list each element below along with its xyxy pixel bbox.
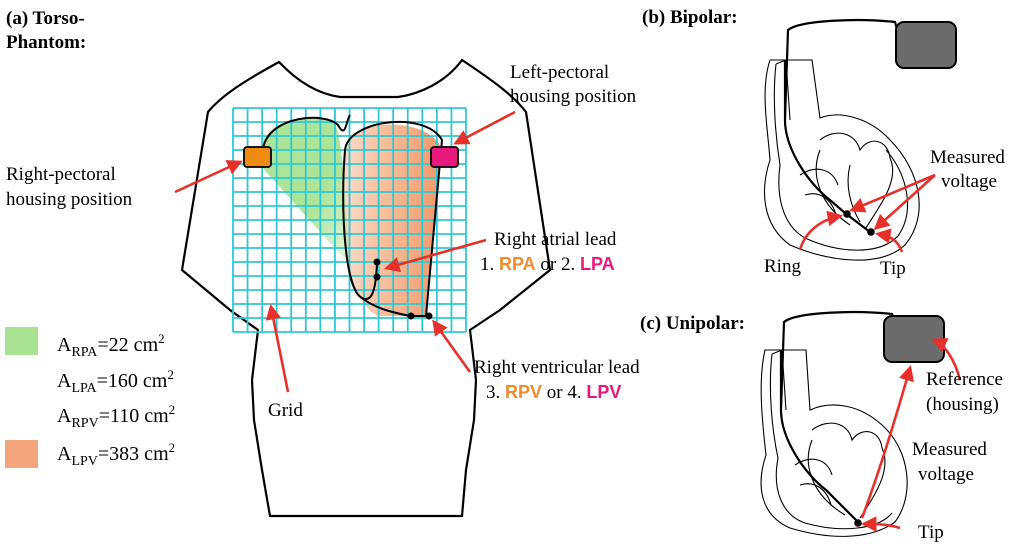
arrow-right-pectoral bbox=[174, 160, 243, 194]
atrial-rpa: RPA bbox=[499, 254, 536, 274]
arrow-measured-tip bbox=[873, 174, 936, 231]
arrow-tip-unipolar bbox=[860, 516, 901, 532]
arrow-tip-bipolar bbox=[874, 228, 904, 253]
arrow-measured-ring bbox=[849, 173, 936, 213]
reference-line1: Reference bbox=[926, 369, 1003, 390]
ventricular-prefix: 3. bbox=[486, 382, 505, 403]
ventricular-electrode-2 bbox=[425, 312, 433, 320]
right-pectoral-label-line1: Right-pectoral bbox=[6, 164, 116, 185]
legend-rpv: ARPV=110 cm2 bbox=[57, 402, 175, 431]
left-pectoral-label-line2: housing position bbox=[510, 86, 637, 107]
atrial-electrode-1 bbox=[373, 258, 381, 266]
arrow-reference bbox=[931, 338, 962, 381]
atrial-lead-options: 1. RPA or 2. LPA bbox=[480, 254, 615, 275]
legend-rpa: ARPA=22 cm2 bbox=[57, 331, 165, 360]
bipolar-tip-label: Tip bbox=[880, 258, 906, 279]
arrow-grid bbox=[265, 303, 290, 393]
atrial-lead-boundary bbox=[262, 114, 351, 149]
panel-b-title: (b) Bipolar: bbox=[642, 7, 738, 28]
ventricular-mid: or 4. bbox=[542, 382, 586, 403]
unipolar-tip-label: Tip bbox=[918, 522, 944, 543]
device-bipolar bbox=[895, 21, 957, 69]
grid-label: Grid bbox=[268, 400, 303, 421]
atrial-electrode-2 bbox=[373, 273, 381, 281]
atrial-lpa: LPA bbox=[580, 254, 615, 274]
arrow-left-pectoral bbox=[453, 110, 516, 145]
atrial-prefix: 1. bbox=[480, 254, 499, 275]
lpv-boundary bbox=[342, 120, 444, 317]
device-unipolar bbox=[883, 315, 945, 363]
panel-a-title-line2: Phantom: bbox=[6, 32, 86, 53]
right-pectoral-housing bbox=[243, 146, 272, 168]
ventricular-lead-label: Right ventricular lead bbox=[474, 357, 640, 378]
bipolar-ring-label: Ring bbox=[764, 256, 801, 277]
panel-a-title-line1: (a) Torso- bbox=[6, 8, 85, 29]
arrow-ventricular-lead bbox=[432, 319, 472, 373]
legend-swatch-lpv bbox=[5, 440, 38, 468]
ventricular-lead-options: 3. RPV or 4. LPV bbox=[486, 382, 621, 403]
unipolar-measured-line2: voltage bbox=[918, 464, 974, 485]
ventricular-lpv: LPV bbox=[586, 382, 621, 402]
arrow-atrial-lead bbox=[383, 238, 487, 273]
bipolar-measured-line2: voltage bbox=[941, 171, 997, 192]
tip-electrode-bipolar bbox=[867, 228, 875, 236]
arrow-ring bbox=[798, 210, 844, 251]
left-pectoral-housing bbox=[430, 146, 459, 168]
panel-c-title: (c) Unipolar: bbox=[640, 313, 745, 334]
legend-lpv: ALPV=383 cm2 bbox=[57, 440, 175, 469]
legend-lpa: ALPA=160 cm2 bbox=[57, 367, 174, 396]
bipolar-measured-line1: Measured bbox=[930, 147, 1005, 168]
left-pectoral-label-line1: Left-pectoral bbox=[510, 62, 609, 83]
right-pectoral-label-line2: housing position bbox=[6, 189, 133, 210]
arrow-measured-unipolar bbox=[860, 365, 915, 519]
reference-line2: (housing) bbox=[926, 394, 999, 415]
legend-swatch-rpa bbox=[5, 327, 38, 355]
ventricular-rpv: RPV bbox=[505, 382, 542, 402]
ring-electrode bbox=[843, 210, 851, 218]
tip-electrode-unipolar bbox=[854, 519, 862, 527]
heart-bipolar bbox=[763, 19, 957, 261]
atrial-mid: or 2. bbox=[536, 254, 580, 275]
ventricular-electrode-1 bbox=[407, 312, 415, 320]
unipolar-measured-line1: Measured bbox=[912, 439, 987, 460]
atrial-lead-label: Right atrial lead bbox=[494, 229, 617, 250]
heart-unipolar bbox=[760, 311, 945, 537]
